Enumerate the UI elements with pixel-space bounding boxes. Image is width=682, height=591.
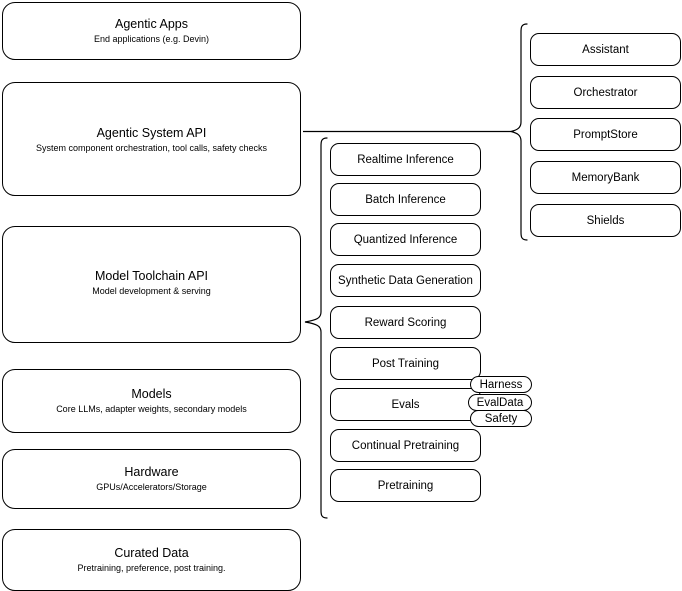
system-box-memorybank[interactable]: MemoryBank xyxy=(530,161,681,194)
toolchain-box-quantized-inference[interactable]: Quantized Inference xyxy=(330,223,481,256)
system-label: PromptStore xyxy=(573,128,638,141)
layer-box-hardware[interactable]: Hardware GPUs/Accelerators/Storage xyxy=(2,449,301,509)
layer-title: Agentic Apps xyxy=(115,17,188,31)
toolchain-box-synthetic-data-generation[interactable]: Synthetic Data Generation xyxy=(330,264,481,297)
toolchain-box-post-training[interactable]: Post Training xyxy=(330,347,481,380)
evals-pill-evaldata[interactable]: EvalData xyxy=(468,394,532,411)
layer-subtitle: End applications (e.g. Devin) xyxy=(93,34,210,44)
toolchain-label: Reward Scoring xyxy=(364,316,447,329)
toolchain-label: Post Training xyxy=(371,357,440,370)
toolchain-label: Realtime Inference xyxy=(357,153,454,166)
layer-title: Agentic System API xyxy=(96,126,207,140)
layer-text-models: Models Core LLMs, adapter weights, secon… xyxy=(56,387,247,415)
layer-text-agentic-apps: Agentic Apps End applications (e.g. Devi… xyxy=(94,17,209,45)
toolchain-label: Synthetic Data Generation xyxy=(338,274,473,287)
evals-pill-safety[interactable]: Safety xyxy=(470,410,532,427)
layer-box-models[interactable]: Models Core LLMs, adapter weights, secon… xyxy=(2,369,301,433)
layer-text-model-toolchain-api: Model Toolchain API Model development & … xyxy=(92,269,211,297)
layer-title: Model Toolchain API xyxy=(94,269,209,283)
brace-toolchain-components xyxy=(304,137,328,519)
system-label: MemoryBank xyxy=(571,171,640,184)
layer-text-hardware: Hardware GPUs/Accelerators/Storage xyxy=(96,465,207,493)
layer-subtitle: Core LLMs, adapter weights, secondary mo… xyxy=(56,404,247,414)
system-label: Orchestrator xyxy=(573,86,638,99)
toolchain-box-evals[interactable]: Evals xyxy=(330,388,481,421)
toolchain-box-realtime-inference[interactable]: Realtime Inference xyxy=(330,143,481,176)
toolchain-label: Evals xyxy=(391,398,420,411)
toolchain-label: Pretraining xyxy=(377,479,434,492)
layer-box-agentic-system-api[interactable]: Agentic System API System component orch… xyxy=(2,82,301,196)
toolchain-label: Continual Pretraining xyxy=(351,439,460,452)
toolchain-box-continual-pretraining[interactable]: Continual Pretraining xyxy=(330,429,481,462)
evals-pill-label: Harness xyxy=(479,378,523,391)
toolchain-label: Batch Inference xyxy=(365,193,446,206)
layer-text-agentic-system-api: Agentic System API System component orch… xyxy=(36,126,267,154)
layer-subtitle: Pretraining, preference, post training. xyxy=(77,563,226,573)
layer-box-agentic-apps[interactable]: Agentic Apps End applications (e.g. Devi… xyxy=(2,2,301,60)
system-label: Assistant xyxy=(582,43,629,56)
evals-pill-harness[interactable]: Harness xyxy=(470,376,532,393)
layer-subtitle: GPUs/Accelerators/Storage xyxy=(96,482,207,492)
layer-title: Curated Data xyxy=(114,546,189,560)
toolchain-label: Quantized Inference xyxy=(353,233,458,246)
layer-box-curated-data[interactable]: Curated Data Pretraining, preference, po… xyxy=(2,529,301,591)
system-box-orchestrator[interactable]: Orchestrator xyxy=(530,76,681,109)
brace-system-components xyxy=(510,23,528,241)
layer-box-model-toolchain-api[interactable]: Model Toolchain API Model development & … xyxy=(2,226,301,343)
evals-pill-label: Safety xyxy=(484,412,518,425)
layer-title: Hardware xyxy=(124,465,179,479)
toolchain-box-batch-inference[interactable]: Batch Inference xyxy=(330,183,481,216)
system-box-promptstore[interactable]: PromptStore xyxy=(530,118,681,151)
layer-subtitle: System component orchestration, tool cal… xyxy=(35,143,268,153)
system-label: Shields xyxy=(586,214,625,227)
layer-text-curated-data: Curated Data Pretraining, preference, po… xyxy=(77,546,225,574)
evals-pill-label: EvalData xyxy=(476,396,524,409)
toolchain-box-reward-scoring[interactable]: Reward Scoring xyxy=(330,306,481,339)
system-box-assistant[interactable]: Assistant xyxy=(530,33,681,66)
system-box-shields[interactable]: Shields xyxy=(530,204,681,237)
layer-title: Models xyxy=(131,387,172,401)
layer-subtitle: Model development & serving xyxy=(92,286,211,296)
toolchain-box-pretraining[interactable]: Pretraining xyxy=(330,469,481,502)
